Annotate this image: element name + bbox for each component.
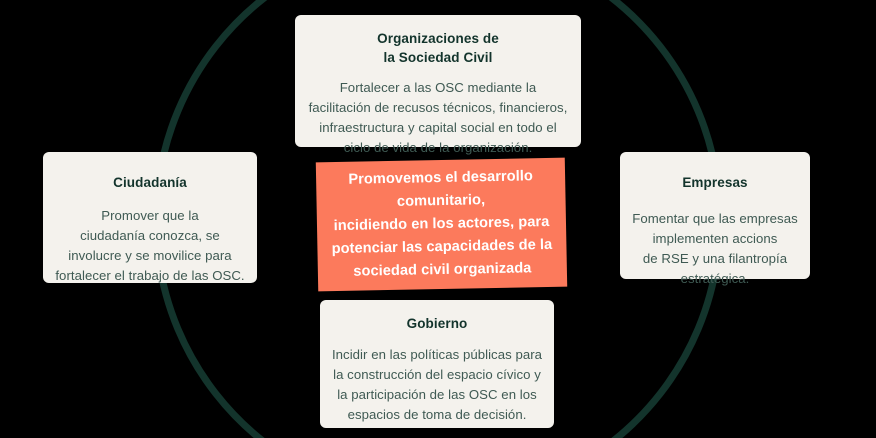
card-body-line: involucre y se movilice para (68, 247, 232, 263)
card-organizaciones-sociedad-civil: Organizaciones de la Sociedad Civil Fort… (295, 15, 581, 155)
card-title-line: Gobierno (406, 316, 468, 331)
arc-gobierno-to-ciudadania (155, 255, 265, 438)
card-body-osc: Fortalecer a las OSC mediante la facilit… (307, 78, 569, 158)
card-body-line: facilitación de recusos técnicos, financ… (308, 100, 568, 116)
card-body-line: estratégica. (680, 270, 750, 286)
card-title-ciudadania: Ciudadanía (53, 174, 247, 193)
card-body-line: Promover que la (101, 207, 199, 223)
card-body-gobierno: Incidir en las políticas públicas para l… (330, 345, 544, 425)
card-body-line: la construcción del espacio cívico y (333, 366, 541, 382)
card-body-line: de RSE y una filantropía (642, 250, 788, 266)
card-body-line: Incidir en las políticas públicas para (331, 346, 543, 362)
card-ciudadania: Ciudadanía Promover que la ciudadanía co… (43, 152, 257, 283)
card-body-empresas: Fomentar que las empresas implementen ac… (630, 209, 800, 289)
central-statement-text: Promovemos el desarrollo comunitario, in… (330, 165, 553, 284)
card-title-gobierno: Gobierno (330, 315, 544, 334)
central-statement-line: Promovemos el desarrollo (348, 168, 533, 188)
card-title-line: Organizaciones de (377, 31, 499, 46)
card-body-line: infraestructura y capital social en todo… (319, 120, 557, 136)
card-body-line: ciudadanía conozca, se (80, 227, 220, 243)
card-title-line: Ciudadanía (113, 175, 187, 190)
central-statement-line: sociedad civil organizada (353, 260, 532, 280)
card-body-line: implementen accions (652, 230, 778, 246)
central-statement-box: Promovemos el desarrollo comunitario, in… (315, 157, 568, 292)
card-body-line: ciclo de vida de la organización. (343, 140, 533, 156)
card-body-line: Fomentar que las empresas (632, 210, 798, 226)
card-title-line: Empresas (682, 175, 748, 190)
card-title-empresas: Empresas (630, 174, 800, 193)
card-body-line: espacios de toma de decisión. (347, 406, 527, 422)
card-body-ciudadania: Promover que la ciudadanía conozca, se i… (53, 206, 247, 286)
card-body-line: la participación de las OSC en los (337, 386, 537, 402)
card-empresas: Empresas Fomentar que las empresas imple… (620, 152, 810, 286)
card-body-line: fortalecer el trabajo de las OSC. (55, 267, 245, 283)
card-title-osc: Organizaciones de la Sociedad Civil (307, 30, 569, 67)
card-body-line: Fortalecer a las OSC mediante la (339, 80, 537, 96)
card-title-line: la Sociedad Civil (383, 49, 493, 65)
card-gobierno: Gobierno Incidir en las políticas públic… (320, 300, 554, 428)
